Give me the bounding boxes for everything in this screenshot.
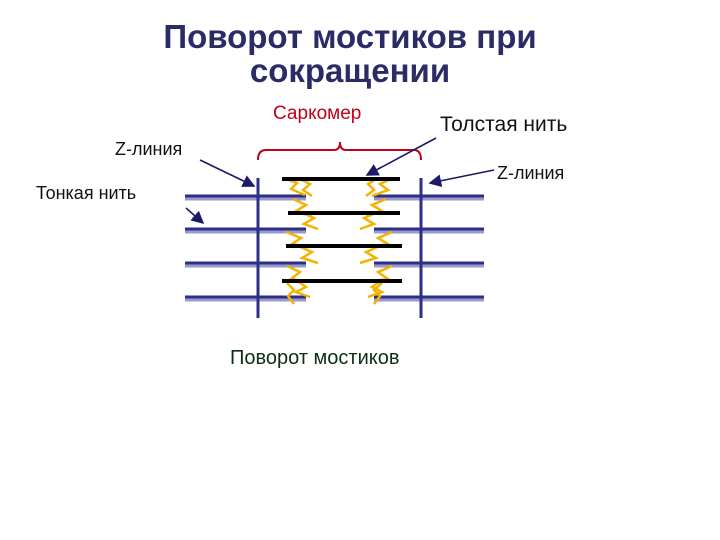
cross-bridge-right-5 [372, 282, 383, 305]
thick-filaments [282, 177, 402, 283]
z-line-right-label: Z-линия [497, 163, 565, 183]
arrow-thick-filament [365, 137, 437, 176]
cross-bridge-left-4b [292, 278, 311, 299]
cross-bridge-left-4 [286, 264, 307, 283]
bottom-caption: Поворот мостиков [230, 347, 400, 369]
sarcomere-bracket [257, 141, 422, 161]
thin-filament-label: Тонкая нить [36, 183, 137, 203]
cross-bridge-right-4b [367, 278, 386, 299]
sarcomere-label: Саркомер [273, 103, 362, 124]
slide-title-line-1: Поворот мостиков при [163, 18, 537, 55]
cross-bridge-right-4 [371, 264, 393, 283]
thick-filament-label: Толстая нить [440, 113, 568, 136]
cross-bridge-left-5 [286, 282, 296, 305]
thin-filaments-right [374, 194, 484, 302]
arrow-z-line-left [199, 159, 256, 187]
cross-bridge-right-3b [359, 244, 381, 265]
slide-title-line-2: сокращении [249, 52, 451, 89]
arrow-z-line-right [428, 169, 495, 188]
slide-title: Поворот мостиков при сокращении [110, 20, 590, 88]
arrow-thin-filament [185, 207, 205, 225]
thin-filaments-left [185, 194, 306, 302]
z-line-left-label: Z-линия [115, 139, 183, 159]
cross-bridge-left-3b [297, 244, 319, 265]
